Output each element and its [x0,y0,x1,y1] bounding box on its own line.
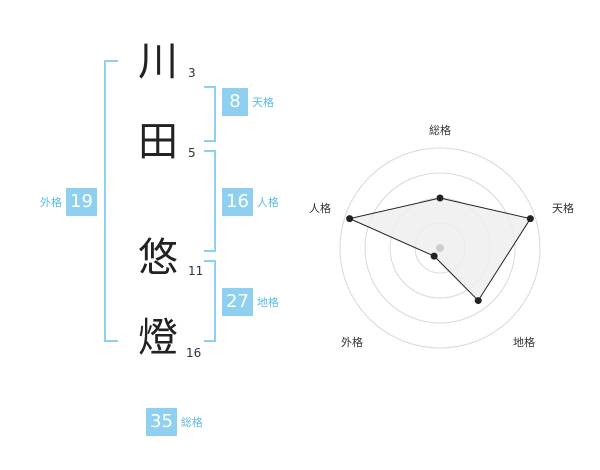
radar-label-chikaku: 地格 [513,335,535,349]
stroke-count-1: 3 [188,66,196,80]
radar-point [346,215,354,223]
jinkaku-score: 16 人格 [222,188,279,216]
radar-label-tenkaku: 天格 [552,201,574,215]
chikaku-value: 27 [222,288,253,316]
name-char-1: 川 [138,39,178,85]
soukaku-value: 35 [146,408,177,436]
radar-label-gaikaku: 外格 [341,335,363,349]
gaikaku-score: 外格 19 [40,188,97,216]
jinkaku-bracket [204,150,216,252]
radar-point [526,215,534,223]
tenkaku-score: 8 天格 [222,88,274,116]
radar-center [436,244,444,252]
soukaku-score: 35 総格 [146,408,203,436]
stroke-count-2: 5 [188,146,196,160]
radar-point [474,297,482,305]
radar-point [430,252,438,260]
chikaku-label: 地格 [256,296,279,309]
stroke-count-3: 11 [188,264,204,278]
gaikaku-label: 外格 [40,196,62,209]
gaikaku-value: 19 [66,188,97,216]
tenkaku-value: 8 [222,88,248,116]
radar-points [346,194,534,305]
name-char-4: 燈 [138,315,178,361]
stroke-count-4: 16 [186,346,202,360]
chikaku-bracket [204,260,216,342]
gaikaku-bracket [104,60,118,342]
tenkaku-bracket [204,86,216,142]
jinkaku-label: 人格 [256,196,279,209]
radar-ring [339,147,541,349]
radar-label-soukaku: 総格 [429,123,451,137]
jinkaku-value: 16 [222,188,253,216]
name-char-3: 悠 [138,235,178,281]
chikaku-score: 27 地格 [222,288,279,316]
name-char-2: 田 [138,119,178,165]
soukaku-label: 総格 [180,416,203,429]
radar-point [436,194,444,202]
radar-label-jinkaku: 人格 [309,201,331,215]
radar-ring [364,172,516,324]
tenkaku-label: 天格 [252,96,274,109]
